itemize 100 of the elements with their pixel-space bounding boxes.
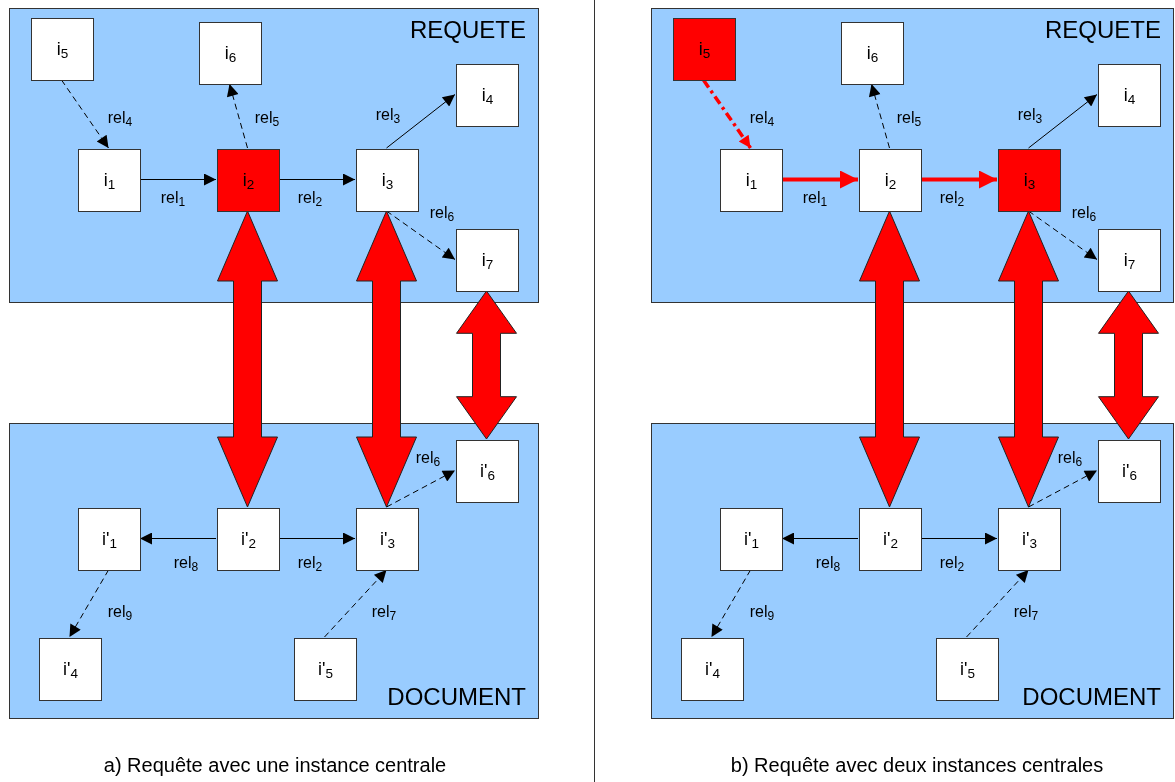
- double-arrow: [1098, 290, 1159, 440]
- edge-label: rel$_{6}$: [429, 203, 455, 225]
- arrow: [868, 83, 890, 149]
- region-panel: [651, 423, 1174, 719]
- edge-label: rel$_{5}$: [896, 108, 922, 130]
- instance-label: i$_{6}$: [866, 42, 879, 67]
- arrow: [386, 210, 456, 260]
- edge-label: rel$_{7}$: [371, 602, 397, 624]
- region-panel: [9, 8, 539, 303]
- instance-box: [356, 149, 419, 212]
- arrow: [139, 173, 217, 186]
- edge-label: rel$_{4}$: [107, 108, 133, 130]
- instance-label: i$_{2}$: [242, 169, 255, 194]
- instance-label: i'$_{2}$: [241, 528, 256, 553]
- instance-box: [859, 149, 922, 212]
- arrow: [1028, 210, 1098, 260]
- double-arrow: [217, 210, 278, 508]
- arrow: [1028, 470, 1098, 508]
- double-arrow: [456, 290, 517, 440]
- edge-label: rel$_{6}$: [1071, 203, 1097, 225]
- instance-label: i$_{5}$: [698, 38, 711, 63]
- instance-label: i$_{4}$: [481, 84, 494, 109]
- instance-box: [217, 508, 280, 571]
- instance-label: i'$_{6}$: [480, 460, 495, 485]
- region-panel: [9, 423, 539, 719]
- arrow: [69, 569, 109, 638]
- instance-box: [936, 638, 999, 701]
- arrow: [386, 470, 456, 508]
- edge-label: rel$_{5}$: [254, 108, 280, 130]
- instance-box: [841, 22, 904, 85]
- edge-label: rel$_{4}$: [749, 108, 775, 130]
- edge-label: rel$_{3}$: [375, 105, 401, 127]
- edge-label: rel$_{1}$: [160, 188, 186, 210]
- instance-box: [356, 508, 419, 571]
- instance-box: [720, 508, 783, 571]
- arrow: [1028, 94, 1098, 149]
- arrow: [324, 569, 387, 638]
- arrow: [61, 79, 109, 149]
- instance-box: [78, 149, 141, 212]
- instance-box: [456, 229, 519, 292]
- instance-box: [681, 638, 744, 701]
- instance-label: i$_{4}$: [1123, 84, 1136, 109]
- region-title: REQUETE: [410, 18, 526, 42]
- arrow: [139, 532, 217, 545]
- instance-label: i'$_{4}$: [705, 658, 720, 683]
- instance-box: [31, 18, 94, 81]
- instance-box: [1098, 440, 1161, 503]
- arrow: [702, 79, 752, 149]
- arrow: [711, 569, 751, 638]
- edge-label: rel$_{8}$: [173, 553, 199, 575]
- arrow: [782, 170, 858, 189]
- edge-label: rel$_{6}$: [1057, 448, 1083, 470]
- instance-box: [456, 440, 519, 503]
- instance-box: [673, 18, 736, 81]
- instance-box: [217, 149, 280, 212]
- edge-label: rel$_{1}$: [802, 188, 828, 210]
- arrow: [226, 83, 248, 149]
- edge-label: rel$_{2}$: [297, 188, 323, 210]
- instance-box: [720, 149, 783, 212]
- edge-label: rel$_{8}$: [815, 553, 841, 575]
- region-title: DOCUMENT: [387, 685, 526, 709]
- instance-label: i$_{5}$: [56, 38, 69, 63]
- instance-box: [1098, 229, 1161, 292]
- instance-label: i'$_{5}$: [318, 658, 333, 683]
- instance-label: i$_{7}$: [1123, 249, 1136, 274]
- edge-label: rel$_{9}$: [749, 602, 775, 624]
- instance-box: [1098, 64, 1161, 127]
- instance-label: i'$_{1}$: [102, 528, 117, 553]
- instance-label: i$_{6}$: [224, 42, 237, 67]
- arrow: [386, 94, 456, 149]
- edge-label: rel$_{7}$: [1013, 602, 1039, 624]
- instance-box: [998, 149, 1061, 212]
- instance-label: i$_{1}$: [745, 169, 758, 194]
- instance-label: i'$_{3}$: [1022, 528, 1037, 553]
- region-panel: [651, 8, 1174, 303]
- edge-label: rel$_{3}$: [1017, 105, 1043, 127]
- instance-box: [199, 22, 262, 85]
- instance-label: i$_{2}$: [884, 169, 897, 194]
- instance-label: i'$_{3}$: [380, 528, 395, 553]
- instance-box: [78, 508, 141, 571]
- edge-label: rel$_{2}$: [939, 553, 965, 575]
- instance-label: i$_{3}$: [1023, 169, 1036, 194]
- panel-caption: a) Requête avec une instance centrale: [103, 753, 447, 778]
- arrow: [781, 532, 859, 545]
- double-arrow: [859, 210, 920, 508]
- instance-box: [456, 64, 519, 127]
- instance-label: i$_{3}$: [381, 169, 394, 194]
- arrow: [278, 532, 356, 545]
- arrow: [920, 532, 998, 545]
- edge-label: rel$_{9}$: [107, 602, 133, 624]
- instance-label: i'$_{1}$: [744, 528, 759, 553]
- instance-box: [998, 508, 1061, 571]
- instance-box: [294, 638, 357, 701]
- instance-label: i$_{1}$: [103, 169, 116, 194]
- instance-box: [859, 508, 922, 571]
- edge-label: rel$_{6}$: [415, 448, 441, 470]
- edge-label: rel$_{2}$: [297, 553, 323, 575]
- panel-caption: b) Requête avec deux instances centrales: [730, 753, 1104, 778]
- double-arrow: [356, 210, 417, 508]
- region-title: DOCUMENT: [1022, 685, 1161, 709]
